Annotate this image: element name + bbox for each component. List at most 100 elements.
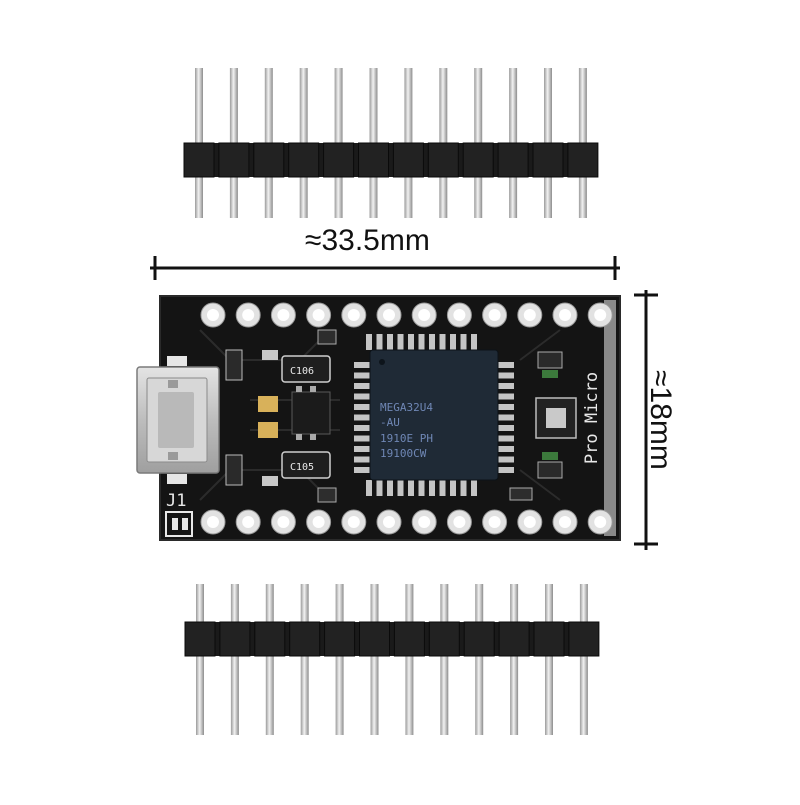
mcu-pin bbox=[460, 480, 467, 496]
width-dimension-label: ≈33.5mm bbox=[305, 224, 430, 257]
mcu-pin bbox=[471, 334, 477, 350]
mcu-pin bbox=[354, 393, 370, 400]
pin-hole-center bbox=[207, 516, 219, 528]
mcu-pin bbox=[439, 334, 446, 350]
header-pin-housing bbox=[358, 142, 389, 178]
mcu-pins bbox=[354, 334, 514, 496]
pin-header-bottom bbox=[184, 584, 600, 735]
header-pin-housing bbox=[427, 142, 459, 178]
pin-hole-center bbox=[418, 516, 431, 528]
header-pin bbox=[370, 584, 379, 735]
header-plastic bbox=[186, 622, 598, 656]
mcu-pin bbox=[366, 334, 372, 350]
header-pin-housing bbox=[288, 142, 320, 178]
mcu-pin bbox=[460, 334, 467, 350]
capacitor-c105: C105 bbox=[281, 451, 331, 479]
mcu-marking-line: MEGA32U4 bbox=[380, 401, 433, 414]
pin-hole-center bbox=[242, 309, 255, 321]
mcu-pin bbox=[366, 480, 372, 496]
pin-hole-center bbox=[594, 309, 607, 321]
mcu-pin bbox=[354, 435, 370, 442]
mcu-pin bbox=[471, 480, 477, 496]
pin-hole-center bbox=[594, 516, 607, 528]
mcu-pin bbox=[418, 480, 425, 496]
header-pin-housing bbox=[568, 621, 600, 657]
header-pin-housing bbox=[392, 142, 424, 178]
pin-hole-center bbox=[242, 516, 255, 528]
capacitor-c106: C106 bbox=[281, 355, 331, 383]
header-pin-housing bbox=[532, 142, 564, 178]
pin-hole-center bbox=[559, 309, 571, 321]
mcu-pin bbox=[354, 383, 370, 389]
mcu-pin bbox=[387, 334, 393, 350]
pin-hole-center bbox=[418, 309, 431, 321]
mcu-pin bbox=[498, 383, 514, 389]
mcu-pin bbox=[354, 425, 370, 431]
pin-hole-center bbox=[207, 309, 219, 321]
header-pin bbox=[265, 584, 274, 735]
header-pin-housing bbox=[289, 621, 321, 657]
mcu-pin bbox=[354, 456, 370, 463]
pin-hole-center bbox=[347, 309, 360, 321]
mcu-pin bbox=[387, 480, 393, 496]
header-pin-housing bbox=[254, 621, 286, 657]
header-pin-housing bbox=[324, 621, 356, 657]
connector-label: J1 bbox=[166, 491, 186, 511]
pin-hole-center bbox=[488, 309, 501, 321]
mcu-pin bbox=[376, 334, 383, 350]
header-pin bbox=[230, 584, 239, 735]
mcu-marking-line: 1910E PH bbox=[380, 432, 433, 445]
mcu-pin bbox=[354, 362, 370, 368]
header-pin bbox=[335, 584, 344, 735]
mcu-marking-line: 19100CW bbox=[380, 447, 427, 460]
mcu-pin bbox=[498, 393, 514, 400]
mcu-pin bbox=[498, 372, 514, 379]
pin-hole-center bbox=[523, 309, 536, 321]
pin-hole-center bbox=[277, 516, 290, 528]
j1-pad-b bbox=[182, 518, 188, 530]
pin-hole-center bbox=[383, 309, 395, 321]
height-dimension-label: ≈18mm bbox=[644, 370, 677, 470]
pin-hole-center bbox=[453, 309, 466, 321]
header-pin-housing bbox=[428, 621, 460, 657]
mcu-pin bbox=[498, 404, 514, 410]
j1-outline bbox=[165, 511, 193, 537]
header-pin-housing bbox=[219, 621, 251, 657]
mcu-pin bbox=[498, 435, 514, 442]
mcu-pin bbox=[498, 414, 514, 421]
pin-holes-bottom-row bbox=[200, 509, 613, 535]
width-dimension-line bbox=[150, 256, 620, 280]
mcu-pin bbox=[429, 334, 435, 350]
mcu-pin bbox=[408, 480, 414, 496]
j1-pad-a bbox=[172, 518, 178, 530]
mcu-pin bbox=[498, 425, 514, 431]
pin-header-top bbox=[183, 68, 599, 218]
header-pin-housing bbox=[218, 142, 250, 178]
mcu-pin bbox=[450, 334, 456, 350]
mcu-marking-line: -AU bbox=[380, 416, 400, 429]
pin-hole-center bbox=[277, 309, 290, 321]
smd-components-left bbox=[225, 329, 337, 503]
mcu-chip: MEGA32U4 -AU 1910E PH 19100CW bbox=[369, 349, 499, 481]
header-pin-housing bbox=[533, 621, 565, 657]
usb-connector bbox=[136, 356, 220, 484]
mcu-pin bbox=[354, 372, 370, 379]
header-pin bbox=[475, 584, 484, 735]
header-pin bbox=[300, 584, 309, 735]
header-pin-housing bbox=[393, 621, 425, 657]
capacitor-label: C106 bbox=[290, 366, 314, 377]
pin-hole-center bbox=[453, 516, 466, 528]
header-pin-housing bbox=[463, 621, 495, 657]
smd-components-right bbox=[509, 351, 577, 501]
pin-hole-center bbox=[559, 516, 571, 528]
board-name-label: Pro Micro bbox=[582, 372, 602, 464]
mcu-pin bbox=[439, 480, 446, 496]
pin-hole-center bbox=[488, 516, 501, 528]
mcu-pin bbox=[354, 404, 370, 410]
pin-hole-center bbox=[312, 309, 325, 321]
mcu-pin bbox=[498, 456, 514, 463]
header-pin bbox=[440, 584, 449, 735]
header-pin-housing bbox=[497, 142, 529, 178]
mcu-pin bbox=[397, 334, 404, 350]
